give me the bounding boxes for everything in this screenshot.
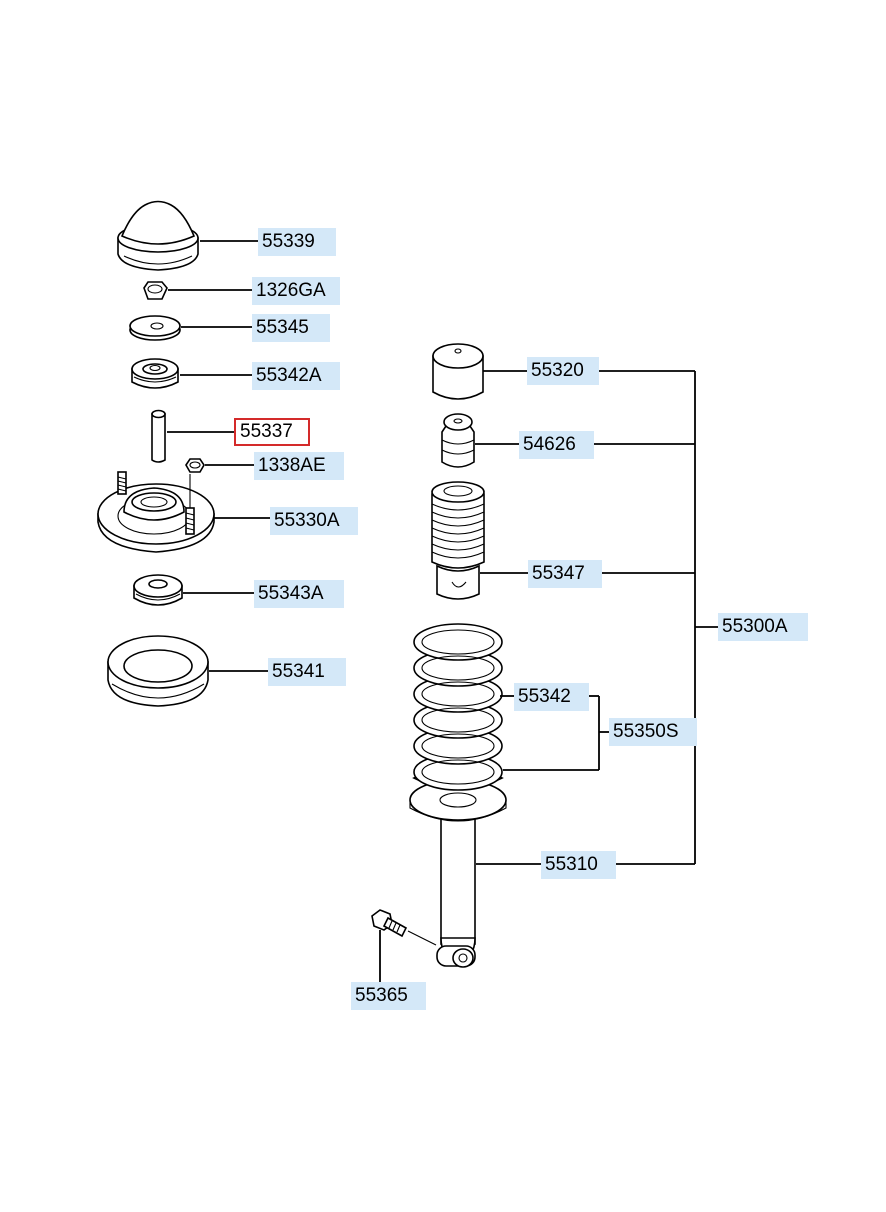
- part-55347-boot: [431, 481, 485, 600]
- part-label-55320[interactable]: 55320: [527, 357, 599, 385]
- part-55365-bolt: [371, 909, 408, 938]
- part-55343a-bushing: [133, 574, 183, 606]
- part-55320-cap: [432, 343, 484, 400]
- part-1326ga-nut: [143, 281, 168, 300]
- part-label-55300a[interactable]: 55300A: [718, 613, 808, 641]
- part-55341-seat: [107, 635, 209, 707]
- part-label-55345[interactable]: 55345: [252, 314, 330, 342]
- part-55330a-mount: [97, 471, 215, 553]
- part-label-55337-selected[interactable]: 55337: [234, 418, 310, 446]
- part-55342-coil-spring: [409, 623, 507, 822]
- part-label-55347[interactable]: 55347: [528, 560, 602, 588]
- part-label-1338ae[interactable]: 1338AE: [254, 452, 344, 480]
- part-55345-washer: [129, 315, 181, 341]
- part-label-55350s[interactable]: 55350S: [609, 718, 697, 746]
- part-label-1326ga[interactable]: 1326GA: [252, 277, 340, 305]
- part-label-54626[interactable]: 54626: [519, 431, 594, 459]
- part-55339-cap: [117, 200, 199, 271]
- part-label-55339[interactable]: 55339: [258, 228, 336, 256]
- part-label-55342a[interactable]: 55342A: [252, 362, 340, 390]
- leader-lines: [167, 240, 718, 982]
- part-55342a-bushing: [131, 358, 179, 389]
- part-label-55310[interactable]: 55310: [541, 851, 616, 879]
- part-54626-stopper: [441, 413, 475, 468]
- part-label-55342[interactable]: 55342: [514, 683, 589, 711]
- part-label-55341[interactable]: 55341: [268, 658, 346, 686]
- part-55337-collar: [151, 409, 166, 463]
- part-label-55343a[interactable]: 55343A: [254, 580, 344, 608]
- part-1338ae-nut: [185, 458, 205, 473]
- part-label-55365[interactable]: 55365: [351, 982, 426, 1010]
- part-label-55330a[interactable]: 55330A: [270, 507, 358, 535]
